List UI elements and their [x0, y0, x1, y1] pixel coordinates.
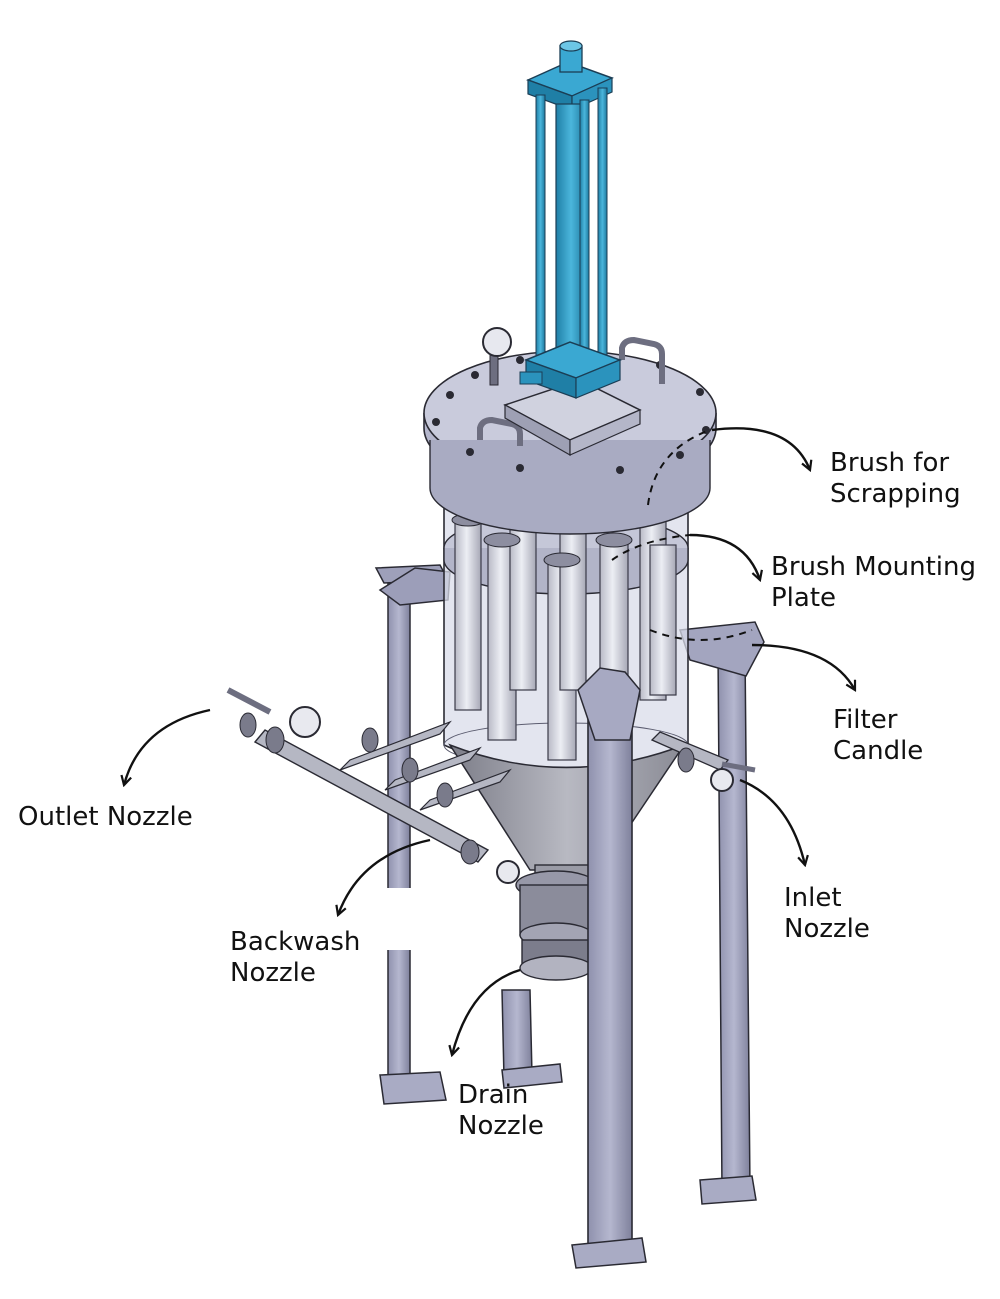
- label-drain-nozzle: Drain Nozzle: [458, 1080, 544, 1141]
- top-pressure-gauge: [482, 327, 512, 386]
- cylinder-base-plate: [503, 379, 642, 457]
- label-brush-mounting-plate: Brush Mounting Plate: [771, 552, 976, 613]
- support-leg-back-right: [699, 649, 757, 1205]
- mounting-bracket-right: [678, 621, 765, 677]
- backwash-nozzle-arrow: [338, 838, 431, 915]
- label-brush-for-scrapping: Brush for Scrapping: [830, 448, 961, 509]
- brush-plate-arrow: [689, 533, 760, 580]
- outlet-nozzle-arrow: [124, 708, 211, 785]
- support-leg-back-left: [374, 564, 450, 1105]
- outlet-manifold: [226, 687, 520, 884]
- flange-handles: [477, 336, 665, 446]
- inlet-nozzle-arrow: [739, 778, 805, 865]
- drain-valve: [515, 870, 597, 981]
- label-outlet-nozzle: Outlet Nozzle: [18, 802, 193, 832]
- label-backwash-nozzle: Backwash Nozzle: [230, 927, 361, 988]
- support-leg-rear-center: [501, 989, 563, 1089]
- filter-candle-leader: [649, 629, 753, 641]
- support-leg-front: [571, 667, 647, 1269]
- leg-break-gap: [384, 888, 414, 950]
- label-filter-candle: Filter Candle: [833, 705, 924, 766]
- pneumatic-cylinder: [519, 40, 623, 399]
- brush-scrapping-arrow: [711, 427, 810, 470]
- filter-candle-arrow: [751, 643, 855, 690]
- inlet-pipe: [650, 731, 756, 792]
- dashed-leaders: [611, 429, 753, 641]
- drain-nozzle-arrow: [452, 968, 521, 1055]
- callout-arrows: [124, 427, 855, 1055]
- label-inlet-nozzle: Inlet Nozzle: [784, 883, 870, 944]
